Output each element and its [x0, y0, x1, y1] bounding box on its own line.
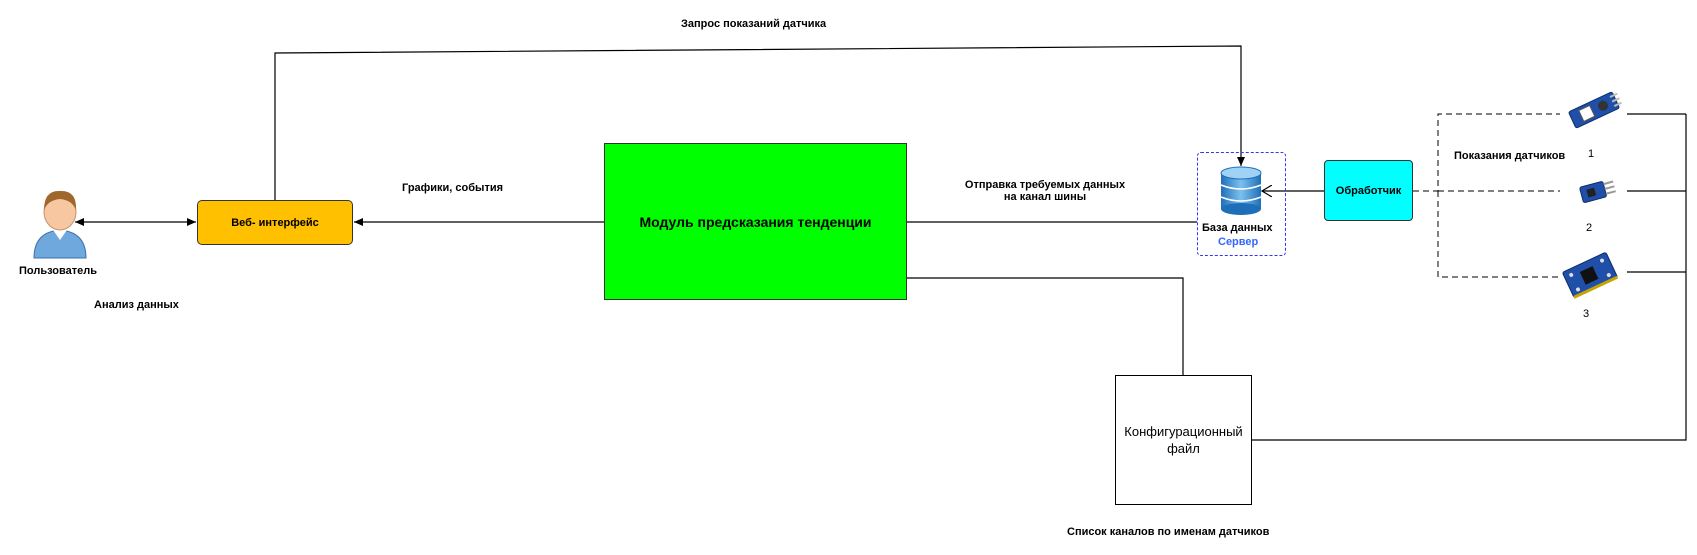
sensor-board-icon — [1579, 180, 1616, 203]
handler-node: Обработчик — [1324, 160, 1413, 221]
edge-module-config — [907, 277, 1184, 375]
send-data-label-line1: Отправка требуемых данных — [964, 179, 1126, 191]
sensor-3-label: 3 — [1583, 308, 1590, 320]
config-file-node: Конфигурационный файл — [1115, 375, 1252, 505]
edge-web-database — [274, 45, 1245, 200]
web-interface-node: Веб- интерфейс — [197, 200, 353, 245]
user-icon — [33, 190, 87, 259]
send-data-label-line2: на канал шины — [1003, 191, 1087, 203]
prediction-module-node: Модуль предсказания тенденции — [604, 143, 907, 300]
send-data-label: Отправка требуемых данных на канал шины — [950, 179, 1140, 203]
data-analysis-label: Анализ данных — [94, 299, 179, 311]
sensor-request-label: Запрос показаний датчика — [681, 18, 827, 30]
database-icon — [1220, 166, 1262, 215]
sensor-2-label: 2 — [1586, 222, 1593, 234]
database-label: База данных — [1202, 222, 1273, 234]
sensor-readings-label: Показания датчиков — [1454, 150, 1566, 162]
sensor-board-icon — [1562, 252, 1619, 299]
channel-list-label: Список каналов по именам датчиков — [1067, 526, 1270, 538]
charts-events-label: Графики, события — [402, 182, 504, 194]
edge-handler-sensor-3 — [1437, 191, 1560, 278]
edge-bus-config — [1252, 114, 1687, 441]
sensor-board-icon — [1568, 91, 1622, 129]
server-group — [1197, 152, 1286, 256]
sensor-1-label: 1 — [1588, 148, 1595, 160]
user-label: Пользователь — [19, 265, 98, 277]
edge-handler-sensors — [1413, 113, 1560, 192]
server-label: Сервер — [1218, 236, 1259, 248]
